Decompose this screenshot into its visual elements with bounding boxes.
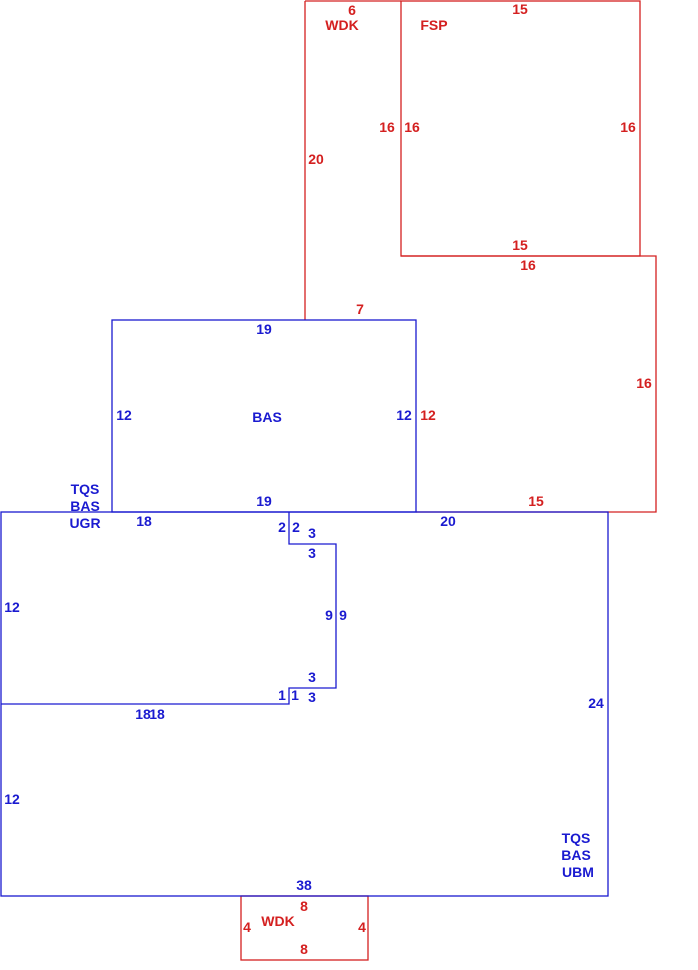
ubm-code-2: BAS [561, 847, 591, 863]
fsp-dim-left: 16 [404, 119, 420, 135]
notch-bottom-c: 18 [149, 706, 165, 722]
red-lower-dim-top: 16 [520, 257, 536, 273]
ubm-dim-bottom: 38 [296, 877, 312, 893]
ugr-step-a: 1 [278, 687, 286, 703]
notch-bottom-a: 3 [308, 669, 316, 685]
ubm-code-3: UBM [562, 864, 594, 880]
ugr-notch-outline [1, 512, 337, 705]
ubm-dim-left: 12 [4, 791, 20, 807]
ugr-notch-a: 2 [278, 519, 286, 535]
wdk-bottom-dim-bottom: 8 [300, 941, 308, 957]
wdk-top-dim-left: 20 [308, 151, 324, 167]
notch-bottom-b: 3 [308, 689, 316, 705]
ubm-code-1: TQS [562, 830, 591, 846]
notch-side-b: 9 [339, 607, 347, 623]
fsp-dim-right: 16 [620, 119, 636, 135]
notch-top-b: 3 [308, 545, 316, 561]
ugr-code-3: UGR [69, 515, 100, 531]
ugr-code-2: BAS [70, 498, 100, 514]
bas-upper-dim-bottom: 19 [256, 493, 272, 509]
red-lower-outline [401, 255, 657, 513]
wdk-bottom-dim-top: 8 [300, 898, 308, 914]
notch-side-a: 9 [325, 607, 333, 623]
ugr-code-1: TQS [71, 481, 100, 497]
fsp-dim-top: 15 [512, 1, 528, 17]
notch-step-b: 1 [291, 687, 299, 703]
wdk-top-outline [304, 0, 401, 320]
ubm-dim-right: 24 [588, 695, 604, 711]
wdk-top-dim-top: 6 [348, 2, 356, 18]
ubm-dim-top: 20 [440, 513, 456, 529]
bas-upper-dim-right: 12 [396, 407, 412, 423]
wdk-top-code: WDK [325, 17, 358, 33]
fsp-code: FSP [420, 17, 447, 33]
wdk-top-dim-bottom: 7 [356, 301, 364, 317]
notch-top-a: 3 [308, 525, 316, 541]
wdk-bottom-dim-right: 4 [358, 919, 366, 935]
bas-upper-dim-top: 19 [256, 321, 272, 337]
ugr-dim-bottom: 18 [135, 706, 151, 722]
fsp-outline [400, 0, 641, 257]
red-lower-dim-bottom: 15 [528, 493, 544, 509]
fsp-dim-bottom: 15 [512, 237, 528, 253]
bas-upper-dim-left: 12 [116, 407, 132, 423]
bas-upper-code: BAS [252, 409, 282, 425]
red-lower-dim-right: 16 [636, 375, 652, 391]
ugr-notch-b: 2 [292, 519, 300, 535]
ugr-dim-left: 12 [4, 599, 20, 615]
ugr-dim-top: 18 [136, 513, 152, 529]
red-lower-dim-left: 12 [420, 407, 436, 423]
wdk-bottom-code: WDK [261, 913, 294, 929]
wdk-bottom-dim-left: 4 [243, 919, 251, 935]
wdk-top-dim-right: 16 [379, 119, 395, 135]
